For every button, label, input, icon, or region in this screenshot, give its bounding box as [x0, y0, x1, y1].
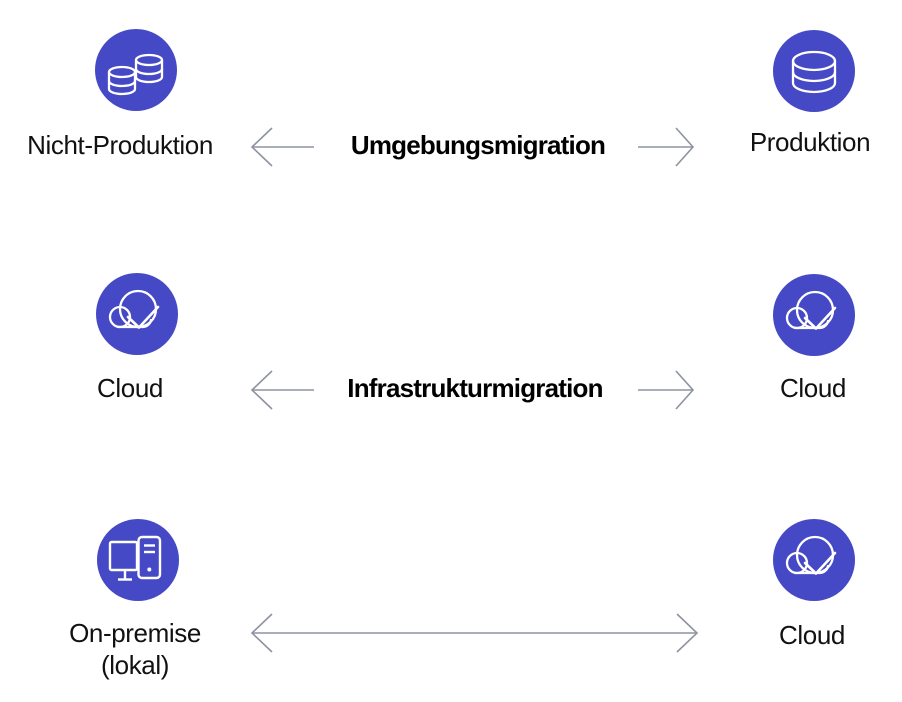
label-on-premise-line2: (lokal) — [101, 650, 169, 680]
arrow-left-icon — [250, 127, 314, 167]
cloud-check-icon — [773, 519, 855, 601]
label-cloud-left: Cloud — [97, 373, 163, 403]
cloud-check-icon — [773, 274, 855, 356]
cloud-check-icon — [96, 273, 178, 355]
label-on-premise: On-premise (lokal) — [35, 617, 235, 681]
heading-infrastrukturmigration: Infrastrukturmigration — [347, 373, 603, 403]
label-on-premise-line1: On-premise — [69, 618, 201, 648]
arrow-left-icon — [250, 370, 314, 410]
arrow-right-icon — [638, 370, 695, 410]
label-cloud-bottom-right: Cloud — [779, 620, 845, 650]
arrow-right-icon — [638, 127, 695, 167]
label-cloud-right: Cloud — [780, 373, 846, 403]
label-nicht-produktion: Nicht-Produktion — [27, 130, 213, 160]
databases-icon — [95, 29, 177, 111]
heading-umgebungsmigration: Umgebungsmigration — [350, 130, 606, 160]
arrow-double-icon — [250, 613, 699, 653]
desktop-computer-icon — [97, 519, 179, 601]
label-produktion: Produktion — [749, 127, 871, 157]
database-icon — [773, 30, 855, 112]
